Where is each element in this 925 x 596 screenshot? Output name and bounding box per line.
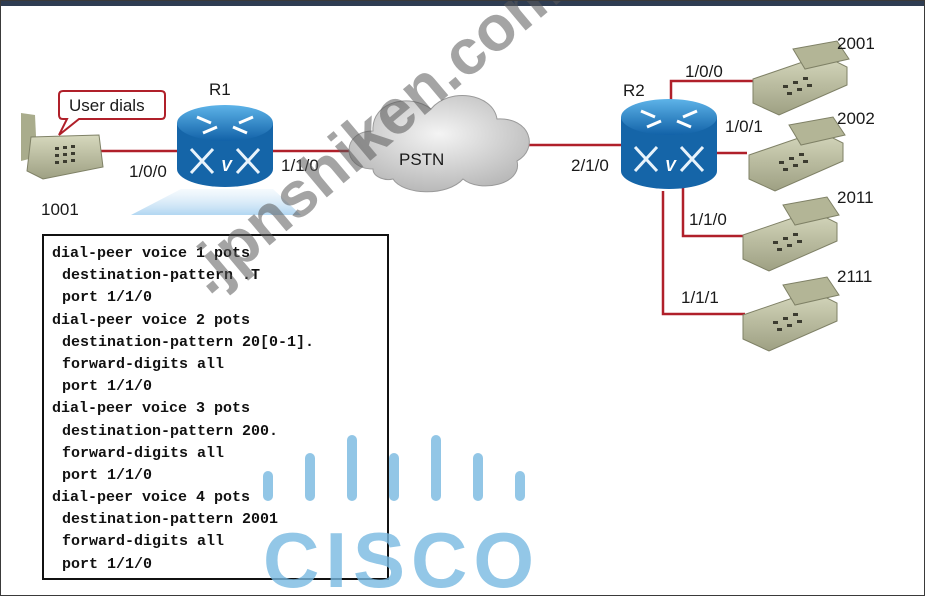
phone-icon bbox=[742, 276, 840, 352]
cisco-bars-icon bbox=[263, 435, 525, 501]
config-subline: destination-pattern 20[0-1]. bbox=[62, 333, 315, 351]
port-r2-2011: 1/1/0 bbox=[689, 210, 727, 229]
links bbox=[99, 79, 761, 316]
config-subline: destination-pattern .T bbox=[62, 267, 261, 285]
phone-label-1001: 1001 bbox=[41, 200, 79, 219]
port-r2-2111: 1/1/1 bbox=[681, 288, 719, 307]
router-r2: V bbox=[621, 99, 717, 189]
config-subline: forward-digits all bbox=[62, 533, 225, 551]
config-dial-peer-line: dial-peer voice 3 pots bbox=[52, 400, 251, 418]
svg-text:V: V bbox=[665, 158, 677, 175]
port-r2-2002: 1/0/1 bbox=[725, 117, 763, 136]
router-icon: V bbox=[621, 99, 717, 189]
svg-text:V: V bbox=[221, 158, 233, 175]
link-r2-2011 bbox=[681, 186, 745, 238]
phone-icon bbox=[748, 116, 846, 192]
phone-label-2011: 2011 bbox=[837, 188, 874, 207]
cisco-logo-text: CISCO bbox=[263, 516, 541, 596]
phone-label-2002: 2002 bbox=[837, 109, 875, 128]
router-icon: V bbox=[177, 105, 273, 187]
config-subline: port 1/1/0 bbox=[62, 466, 153, 484]
phone-2001 bbox=[752, 40, 850, 116]
top-bar bbox=[1, 1, 924, 6]
phone-1001 bbox=[21, 113, 104, 180]
config-dial-peer-line: dial-peer voice 1 pots bbox=[52, 245, 251, 262]
config-dial-peer-line: dial-peer voice 2 pots bbox=[52, 311, 251, 329]
port-r2-pstn: 2/1/0 bbox=[571, 156, 609, 175]
callout-text: User dials bbox=[69, 96, 145, 115]
config-dial-peer-line: dial-peer voice 4 pots bbox=[52, 489, 251, 507]
phone-label-2111: 2111 bbox=[837, 267, 872, 286]
phone-icon bbox=[21, 113, 104, 180]
phone-2011 bbox=[742, 196, 840, 272]
router-label-r1: R1 bbox=[209, 80, 231, 99]
config-subline: destination-pattern 2001 bbox=[62, 511, 279, 529]
port-r2-2001: 1/0/0 bbox=[685, 62, 723, 81]
config-subline: destination-pattern 200. bbox=[62, 422, 279, 440]
config-subline: forward-digits all bbox=[62, 355, 225, 373]
link-r2-2111 bbox=[661, 191, 745, 316]
phone-2002 bbox=[748, 116, 846, 192]
config-subline: port 1/1/0 bbox=[62, 555, 153, 573]
config-subline: forward-digits all bbox=[62, 444, 225, 462]
port-r1-phone: 1/0/0 bbox=[129, 162, 167, 181]
pstn-cloud bbox=[348, 95, 530, 193]
config-box: dial-peer voice 1 pots destination-patter… bbox=[42, 234, 389, 580]
phone-icon bbox=[752, 40, 850, 116]
pstn-label: PSTN bbox=[399, 150, 444, 169]
r1-glow bbox=[131, 189, 301, 215]
config-subline: port 1/1/0 bbox=[62, 378, 153, 396]
phone-label-2001: 2001 bbox=[837, 34, 875, 53]
user-dials-callout: User dials bbox=[58, 90, 166, 136]
cloud-icon bbox=[348, 95, 530, 193]
phone-icon bbox=[742, 196, 840, 272]
phone-2111 bbox=[742, 276, 840, 352]
router-r1: V bbox=[177, 105, 273, 187]
port-r1-pstn: 1/1/0 bbox=[281, 156, 319, 175]
config-subline: port 1/1/0 bbox=[62, 289, 153, 307]
router-label-r2: R2 bbox=[623, 81, 645, 100]
